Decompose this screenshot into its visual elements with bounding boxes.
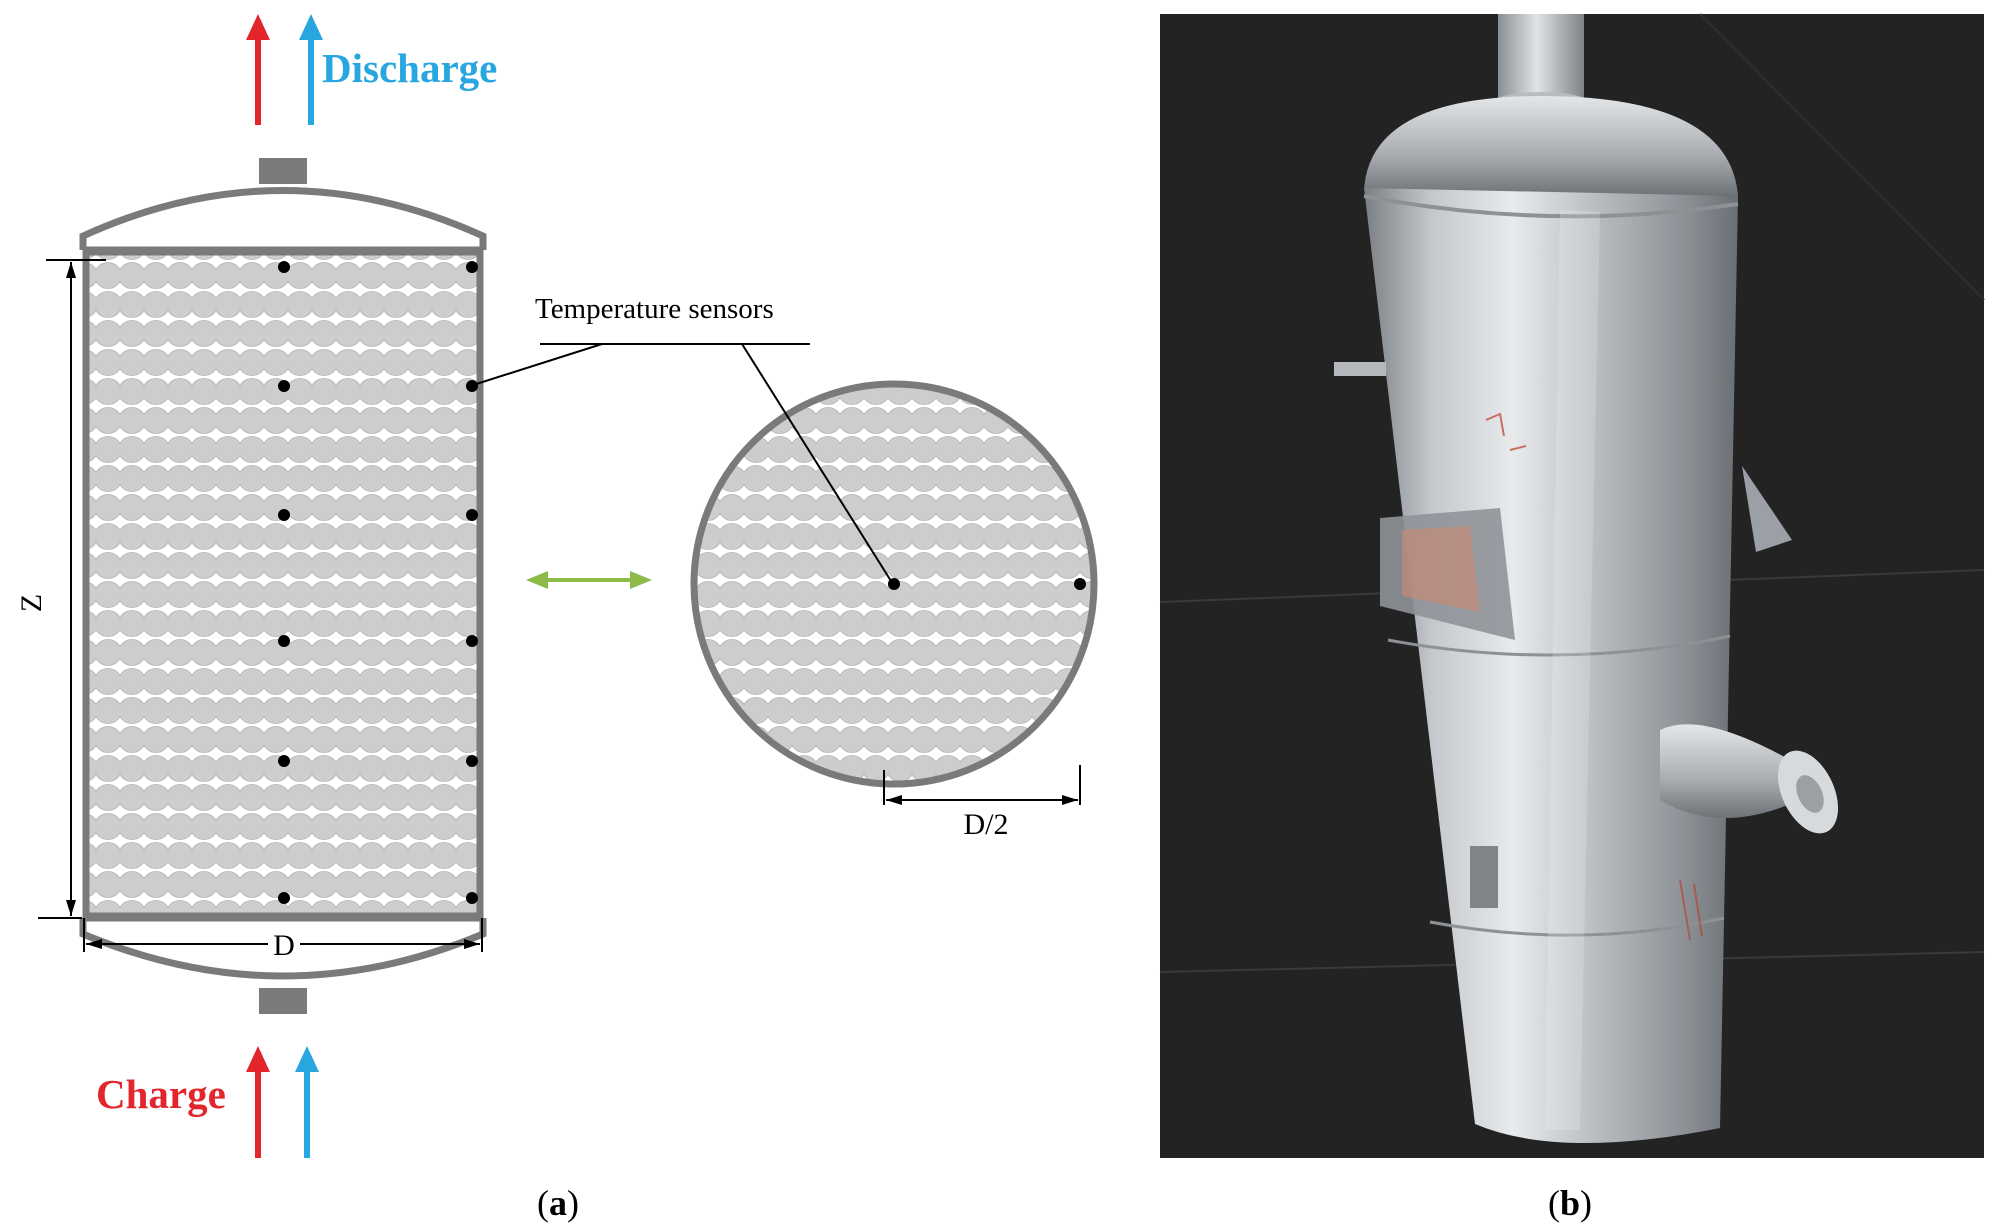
temperature-sensors-label: Temperature sensors [535, 293, 774, 325]
bottom-nozzle [259, 988, 307, 1014]
cross-section [690, 380, 1098, 788]
height-label: Z [15, 594, 48, 612]
top-dome [79, 187, 487, 250]
radius-dimension [883, 765, 1081, 805]
radius-label: D/2 [964, 808, 1009, 841]
schematic-panel: Discharge Charge [15, 14, 1098, 1158]
sensor-leader-lines [469, 343, 892, 582]
charge-label: Charge [96, 1071, 226, 1117]
discharge-flow-arrows [246, 14, 323, 125]
caption-b: (b) [1548, 1183, 1592, 1223]
bottom-dome [79, 918, 487, 980]
caption-a: (a) [537, 1183, 579, 1223]
top-nozzle [259, 158, 307, 184]
height-dimension [38, 259, 106, 919]
cross-section-link-arrow [526, 571, 652, 589]
diameter-label: D [273, 929, 295, 962]
tank-photo [1159, 13, 1985, 1158]
discharge-label: Discharge [322, 45, 497, 91]
charge-flow-arrows [246, 1046, 319, 1158]
vessel-body [82, 246, 484, 922]
